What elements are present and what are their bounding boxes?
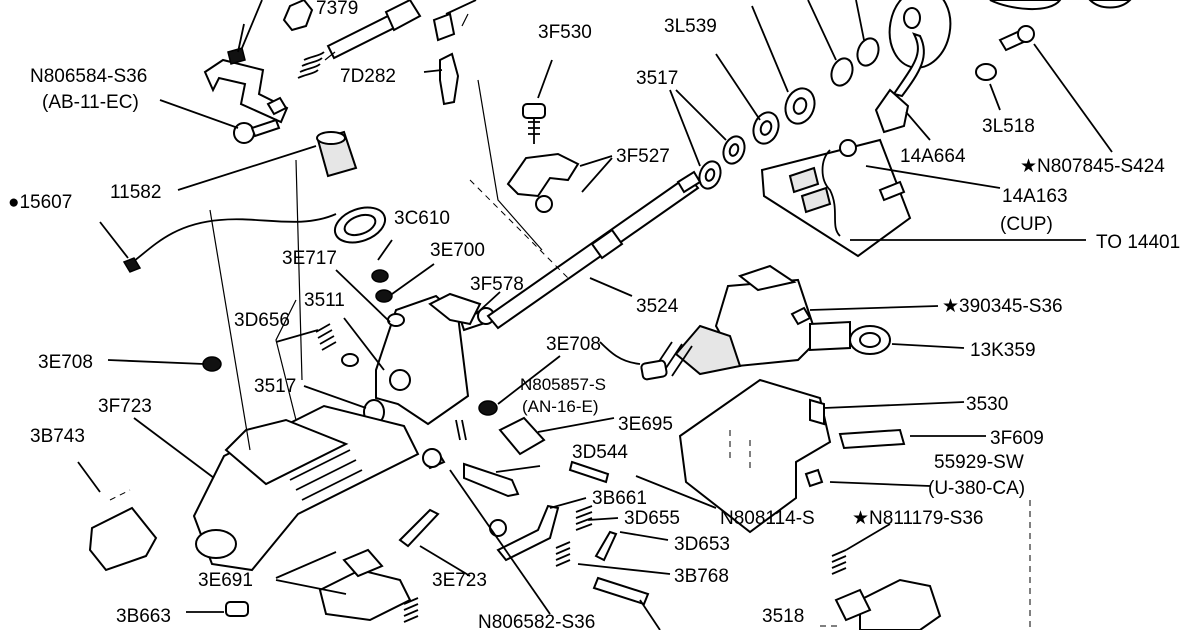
star-symbol: ★ (1020, 156, 1037, 177)
label-n805857-s: N805857-S (520, 375, 606, 394)
label-14a163: 14A163 (1002, 186, 1068, 207)
label-3f578: 3F578 (470, 274, 524, 295)
star-symbol: ★ (852, 508, 869, 529)
label-3l539: 3L539 (664, 16, 717, 37)
label-3b661: 3B661 (592, 488, 647, 509)
label-7d282: 7D282 (340, 66, 396, 87)
label-3e723: 3E723 (432, 570, 487, 591)
shaft-3524 (469, 170, 702, 330)
label-n811179-s36: ★N811179-S36 (852, 508, 983, 529)
label-14a664: 14A664 (900, 146, 966, 167)
dot-symbol: ● (8, 192, 19, 213)
label-15607: ●15607 (8, 192, 72, 213)
label-3e717: 3E717 (282, 248, 337, 269)
label-3518: 3518 (762, 606, 804, 627)
label-390345-s36: ★390345-S36 (942, 296, 1063, 317)
housing-3511 (107, 263, 561, 426)
spring-7379 (297, 51, 325, 79)
label-3e700: 3E700 (430, 240, 485, 261)
turn-signal-switch (599, 264, 965, 381)
label-7379: 7379 (316, 0, 358, 19)
top-left-parts (99, 0, 477, 273)
label-3e708-left: 3E708 (38, 352, 93, 373)
label-ab-11-ec: (AB-11-EC) (42, 92, 139, 113)
star-symbol: ★ (942, 296, 959, 317)
label-3d653: 3D653 (674, 534, 730, 555)
label-3e708-center: 3E708 (546, 334, 601, 355)
label-n806584-s36: N806584-S36 (30, 66, 147, 87)
label-3517-center: 3517 (254, 376, 296, 397)
label-3d544: 3D544 (572, 442, 628, 463)
cover-3530 (678, 378, 986, 534)
label-3e691: 3E691 (198, 570, 253, 591)
label-n807845-text: N807845-S424 (1037, 156, 1165, 177)
label-3d655: 3D655 (624, 508, 680, 529)
label-15607-text: 15607 (19, 192, 72, 213)
label-to-14401: TO 14401 (1096, 232, 1180, 253)
label-3l518: 3L518 (982, 116, 1035, 137)
lower-center-parts (455, 416, 717, 509)
lower-housing-3f723 (133, 159, 446, 572)
bottom-left-parts (186, 469, 661, 630)
center-top-parts (458, 13, 613, 332)
label-u-380-ca: (U-380-CA) (928, 478, 1025, 499)
label-3e695: 3E695 (618, 414, 673, 435)
label-3f530: 3F530 (538, 22, 592, 43)
bottom-right-parts (820, 500, 1031, 630)
label-3517-top: 3517 (636, 68, 678, 89)
label-an-16-e: (AN-16-E) (522, 397, 599, 416)
label-3b663: 3B663 (116, 606, 171, 627)
label-3c610: 3C610 (394, 208, 450, 229)
label-n811179-text: N811179-S36 (869, 508, 983, 529)
label-390345-text: 390345-S36 (959, 296, 1063, 317)
label-3511: 3511 (304, 290, 345, 311)
label-3b743: 3B743 (30, 426, 85, 447)
label-3d656: 3D656 (234, 310, 290, 331)
label-3f723: 3F723 (98, 396, 152, 417)
label-13k359: 13K359 (970, 340, 1036, 361)
part-labels: 7379 7D282 N806584-S36 (AB-11-EC) 11582 … (8, 0, 1180, 630)
part-3b743 (77, 461, 158, 572)
label-3524: 3524 (636, 296, 679, 317)
label-n806582-s36: N806582-S36 (478, 612, 595, 630)
label-55929-sw: 55929-SW (934, 452, 1024, 473)
label-3f609: 3F609 (990, 428, 1044, 449)
label-3b768: 3B768 (674, 566, 729, 587)
top-right-parts (669, 0, 1132, 258)
label-3530: 3530 (966, 394, 1008, 415)
label-n807845-s424: ★N807845-S424 (1020, 156, 1165, 177)
label-11582: 11582 (110, 182, 161, 203)
label-n808114-s: N808114-S (720, 508, 815, 529)
label-3f527: 3F527 (616, 146, 670, 167)
label-cup: (CUP) (1000, 214, 1053, 235)
